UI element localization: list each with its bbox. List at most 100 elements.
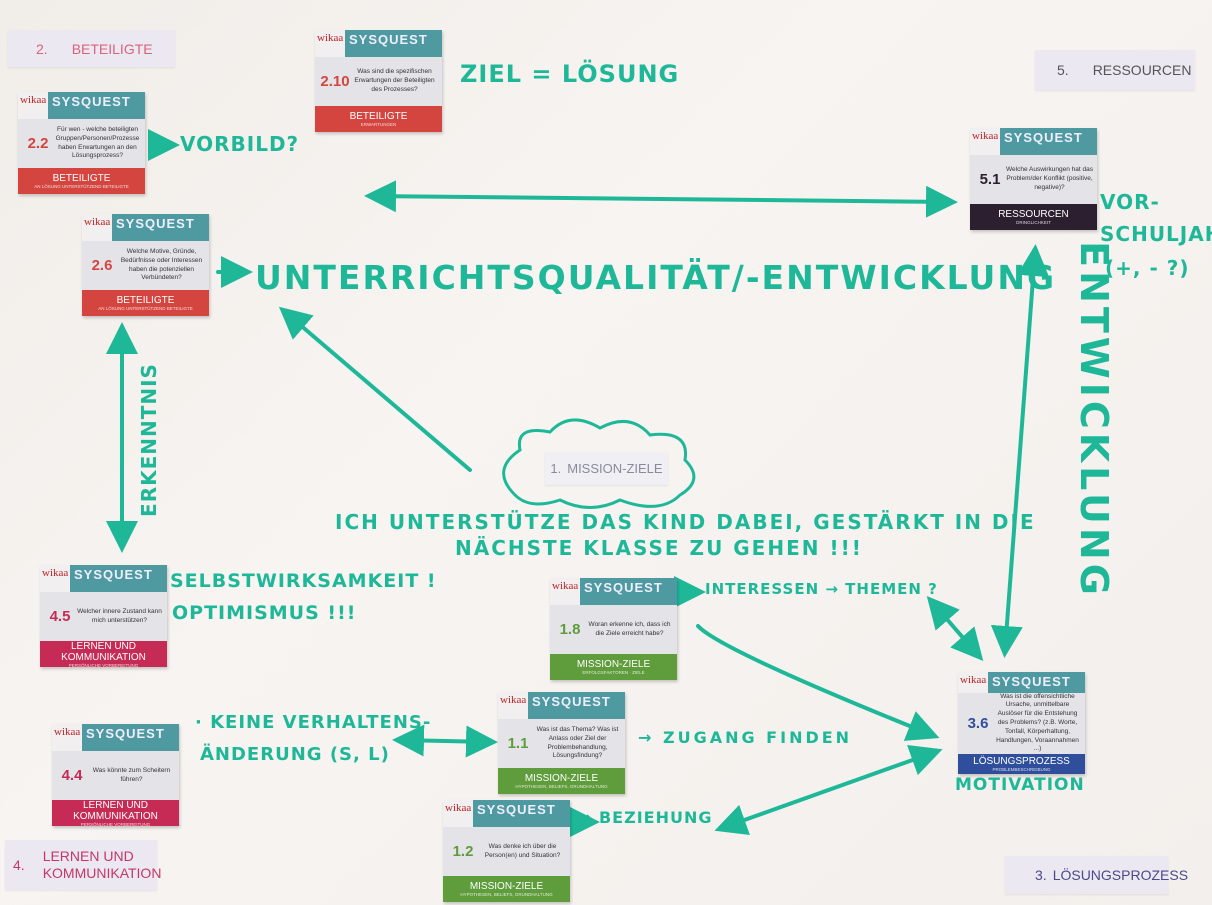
section-name: MISSION-ZIELE <box>567 461 663 476</box>
note-unterrichtsqualitaet: UNTERRICHTSQUALITÄT/-ENTWICKLUNG <box>255 258 1057 297</box>
section-label-lernen: 4. LERNEN UND KOMMUNIKATION <box>5 840 162 890</box>
sysquest-logo: SYSQUEST <box>345 30 442 57</box>
card-subtitle: HYPOTHESEN, BELIEFS, GRUNDHALTUNG <box>460 892 553 897</box>
section-label-loesungsprozess: 3. LÖSUNGSPROZESS <box>1005 856 1188 894</box>
card-question: Welche Auswirkungen hat das Problem/der … <box>1006 166 1093 191</box>
card-category: BETEILIGTE <box>116 295 175 306</box>
arrow-beziehung-3-6 <box>714 744 943 836</box>
card-category: RESSOURCEN <box>998 209 1069 220</box>
note-schuljahr: SCHULJAHR <box>1100 222 1212 246</box>
card-subtitle: PERSÖNLICHE VORBEREITUNG <box>80 821 151 827</box>
card-question: Was könnte zum Scheitern führen? <box>92 766 171 783</box>
card-number: 2.10 <box>320 73 350 90</box>
wikaa-logo: wikaa <box>443 800 473 827</box>
note-interessen-themen: INTERESSEN → THEMEN ? <box>705 580 938 598</box>
sysquest-logo: SYSQUEST <box>70 565 167 592</box>
card-subtitle: HYPOTHESEN, BELIEFS, GRUNDHALTUNG <box>515 784 608 789</box>
sysquest-logo: SYSQUEST <box>112 214 209 241</box>
wikaa-logo: wikaa <box>498 692 528 719</box>
card-category: LERNEN UND KOMMUNIKATION <box>73 799 158 822</box>
arrow-1-8-3-6 <box>696 624 940 741</box>
section-number: 3. <box>1035 867 1047 883</box>
section-name: BETEILIGTE <box>71 40 153 57</box>
card-subtitle: AN LÖSUNG UNTERSTÜTZEND BETEILIGTE <box>34 184 129 189</box>
wikaa-logo: wikaa <box>315 30 345 57</box>
card-number: 2.6 <box>91 257 113 274</box>
arrow-mission-unterricht <box>278 306 472 472</box>
arrow-entwicklung <box>990 244 1050 658</box>
card-subtitle: ERWARTUNGEN <box>360 122 397 127</box>
card-category: LÖSUNGSPROZESS <box>973 756 1070 768</box>
wikaa-logo: wikaa <box>550 578 580 605</box>
wikaa-logo: wikaa <box>958 672 988 693</box>
card-subtitle: DRINGLICHKEIT <box>1016 220 1051 225</box>
note-ziel-loesung: ZIEL = LÖSUNG <box>460 60 680 88</box>
sysquest-logo: SYSQUEST <box>48 92 145 119</box>
card-number: 1.2 <box>452 843 474 860</box>
wikaa-logo: wikaa <box>82 214 112 241</box>
note-motivation: MOTIVATION <box>955 775 1085 795</box>
card-subtitle: PROBLEMBESCHREIBUNG <box>992 767 1051 773</box>
card-category: MISSION-ZIELE <box>469 881 544 892</box>
section-name: LÖSUNGSPROZESS <box>1052 867 1189 883</box>
card-number: 1.8 <box>559 621 581 638</box>
note-erkenntnis: ERKENNTNIS <box>136 363 161 517</box>
card-question: Was ist das Thema? Was ist Anlass oder Z… <box>536 725 619 760</box>
note-optimismus: OPTIMISMUS !!! <box>172 602 357 624</box>
arrow-beteiligte-ressourcen <box>364 180 958 218</box>
card-category: BETEILIGTE <box>52 173 111 184</box>
card-subtitle: ERFOLGSFAKTOREN · ZIELE <box>582 670 645 675</box>
card-question: Was ist die offensichtliche Ursache, unm… <box>996 692 1079 753</box>
section-label-ressourcen: 5. RESSOURCEN <box>1035 50 1195 90</box>
card-question: Welcher innere Zustand kann mich unterst… <box>77 607 162 624</box>
card-number: 3.6 <box>967 714 989 732</box>
card-category: BETEILIGTE <box>349 111 408 122</box>
wikaa-logo: wikaa <box>40 565 70 592</box>
note-vor: VOR- <box>1100 190 1160 214</box>
sysquest-logo: SYSQUEST <box>580 578 677 605</box>
card-subtitle: PERSÖNLICHE VORBEREITUNG <box>68 662 139 668</box>
section-number: 5. <box>1057 62 1069 78</box>
card-category: MISSION-ZIELE <box>524 773 599 784</box>
note-selbstwirksamkeit: SELBSTWIRKSAMKEIT ! <box>170 570 437 592</box>
note-plus-minus: (+, - ?) <box>1105 256 1190 280</box>
note-mission-line1: ICH UNTERSTÜTZE DAS KIND DABEI, GESTÄRKT… <box>335 510 1036 534</box>
section-number: 1. <box>550 461 562 476</box>
card-subtitle: AN LÖSUNG UNTERSTÜTZEND BETEILIGTE <box>98 306 193 311</box>
note-keine-verhaltens: · KEINE VERHALTENS- <box>195 712 432 733</box>
note-entwicklung: ENTWICKLUNG <box>1071 241 1116 599</box>
note-mission-line2: NÄCHSTE KLASSE ZU GEHEN !!! <box>455 536 863 560</box>
card-question: Welche Motive, Gründe, Bedürfnisse oder … <box>120 247 203 282</box>
wikaa-logo: wikaa <box>52 724 82 751</box>
card-question: Was sind die spezifischen Erwartungen de… <box>354 68 435 93</box>
card-question: Woran erkenne ich, dass ich die Ziele er… <box>588 620 671 637</box>
card-category: LERNEN UND KOMMUNIKATION <box>61 640 146 663</box>
note-vorbild: VORBILD? <box>180 132 300 156</box>
section-label-mission: 1. MISSION-ZIELE <box>545 452 668 485</box>
sysquest-logo: SYSQUEST <box>988 672 1085 693</box>
section-name: LERNEN UND KOMMUNIKATION <box>42 848 162 881</box>
note-aenderung: ÄNDERUNG (S, L) <box>200 744 390 765</box>
card-number: 2.2 <box>27 135 49 152</box>
card-number: 4.5 <box>49 608 71 625</box>
section-number: 4. <box>13 857 25 873</box>
card-number: 5.1 <box>979 171 1001 188</box>
section-number: 2. <box>36 40 48 57</box>
card-category: MISSION-ZIELE <box>576 659 651 670</box>
section-name: RESSOURCEN <box>1092 62 1192 78</box>
sysquest-logo: SYSQUEST <box>473 800 570 827</box>
sysquest-logo: SYSQUEST <box>528 692 625 719</box>
card-question: Was denke ich über die Person(en) und Si… <box>484 842 561 859</box>
sysquest-logo: SYSQUEST <box>82 724 179 751</box>
wikaa-logo: wikaa <box>18 92 48 119</box>
sysquest-logo: SYSQUEST <box>1000 128 1097 155</box>
arrow-themen-3-6 <box>926 595 984 662</box>
